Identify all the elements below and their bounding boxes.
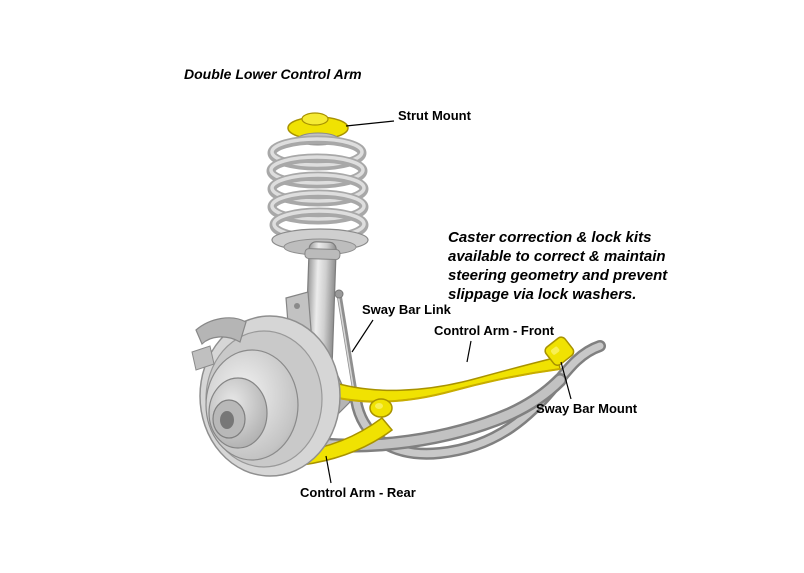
label-strut-mount: Strut Mount [398, 108, 471, 123]
leader-sway-bar-link [351, 319, 374, 353]
caster-note-line: available to correct & maintain [448, 248, 666, 265]
label-sway-bar-mount: Sway Bar Mount [536, 401, 638, 416]
caster-note: Caster correction & lock kits available … [448, 228, 708, 304]
label-sway-bar-link: Sway Bar Link [362, 302, 451, 317]
caliper-bracket [195, 317, 247, 346]
brake-hub [191, 315, 341, 477]
label-control-arm-rear: Control Arm - Rear [300, 485, 416, 500]
rear-control-arm [294, 416, 394, 466]
leader-control-arm-rear [325, 455, 332, 484]
leader-strut-mount [345, 120, 395, 127]
leader-control-arm-front [466, 340, 472, 363]
coil-spring [266, 135, 369, 256]
label-control-arm-front: Control Arm - Front [434, 323, 555, 338]
control-arm-bushing [369, 398, 393, 418]
leader-sway-bar-mount [560, 361, 572, 400]
diagram-title: Double Lower Control Arm [184, 66, 362, 82]
leader-lines [325, 120, 572, 484]
caster-note-line: slippage via lock washers. [448, 286, 637, 303]
caster-note-line: Caster correction & lock kits [448, 229, 652, 246]
sway-bar-mount-bushing [544, 336, 575, 366]
front-control-arm [321, 356, 561, 403]
caster-note-line: steering geometry and prevent [448, 267, 668, 284]
